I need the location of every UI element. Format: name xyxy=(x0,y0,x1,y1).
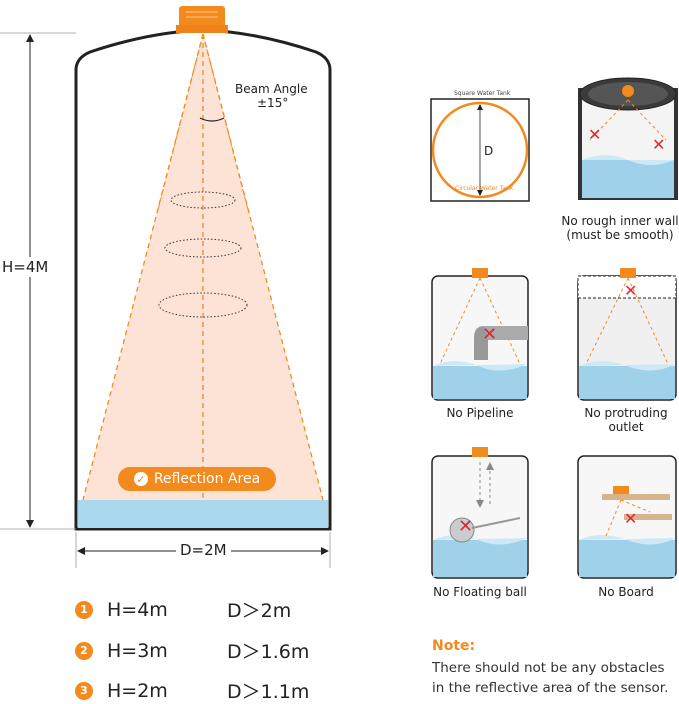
svg-text:✕: ✕ xyxy=(588,125,601,144)
row-diameter: D＞1.1m xyxy=(227,681,310,703)
rough-wall-panel: ✕ ✕ xyxy=(578,77,678,200)
pipeline-panel: ✕ xyxy=(431,268,529,401)
beam-angle-value: ±15° xyxy=(257,96,289,110)
floating-ball-panel: ✕ xyxy=(431,447,529,579)
rough-wall-caption-line2: (must be smooth) xyxy=(566,228,674,242)
outlet-panel: ✕ xyxy=(577,268,677,401)
reflection-area-label: Reflection Area xyxy=(153,471,261,487)
svg-text:✕: ✕ xyxy=(624,509,637,528)
beam-ring-1 xyxy=(170,191,236,209)
table-row: 3 H=2m D＞1.1m xyxy=(75,677,309,704)
beam-cone xyxy=(83,34,323,500)
board-panel: ✕ xyxy=(577,455,677,579)
rough-wall-caption-line1: No rough inner wall xyxy=(561,214,679,228)
beam-angle-arc xyxy=(199,117,225,122)
beam-ring-2 xyxy=(164,238,242,258)
height-label: H=4M xyxy=(2,257,49,277)
table-row: 1 H=4m D＞2m xyxy=(75,596,291,623)
row-diameter: D＞2m xyxy=(227,600,292,622)
circular-tank-outline xyxy=(431,101,529,199)
row-height: H=2m xyxy=(107,679,168,702)
square-tank-label: Square Water Tank xyxy=(454,90,511,97)
tank-shape-panel xyxy=(430,98,530,202)
check-icon: ✓ xyxy=(133,472,148,486)
row-number: 2 xyxy=(75,641,93,660)
tank-water xyxy=(78,500,328,528)
board-caption: No Board xyxy=(598,585,654,599)
row-number: 1 xyxy=(75,600,93,619)
width-label: D=2M xyxy=(176,541,231,559)
row-height: H=4m xyxy=(107,598,168,621)
diameter-label: D xyxy=(484,144,494,158)
note-title: Note: xyxy=(432,638,476,654)
svg-text:✕: ✕ xyxy=(652,135,665,154)
reflection-area-badge: ✓ Reflection Area xyxy=(118,467,276,491)
rough-wall-caption: No rough inner wall (must be smooth) xyxy=(560,214,679,242)
pipeline-caption: No Pipeline xyxy=(446,406,514,420)
svg-text:✕: ✕ xyxy=(458,516,473,537)
circular-tank-label: Circular Water Tank xyxy=(455,185,514,192)
beam-angle-title: Beam Angle xyxy=(235,82,308,96)
row-number: 3 xyxy=(75,681,93,700)
row-diameter: D＞1.6m xyxy=(227,641,310,663)
floating-ball-caption: No Floating ball xyxy=(433,585,527,599)
svg-text:✕: ✕ xyxy=(624,281,637,300)
note-text: There should not be any obstacles in the… xyxy=(432,660,669,696)
svg-text:✕: ✕ xyxy=(482,324,497,345)
row-height: H=3m xyxy=(107,639,168,662)
beam-ring-3 xyxy=(158,292,248,318)
beam-angle-label: Beam Angle ±15° xyxy=(235,82,308,110)
table-row: 2 H=3m D＞1.6m xyxy=(75,637,309,664)
outlet-caption: No protruding outlet xyxy=(584,406,668,434)
